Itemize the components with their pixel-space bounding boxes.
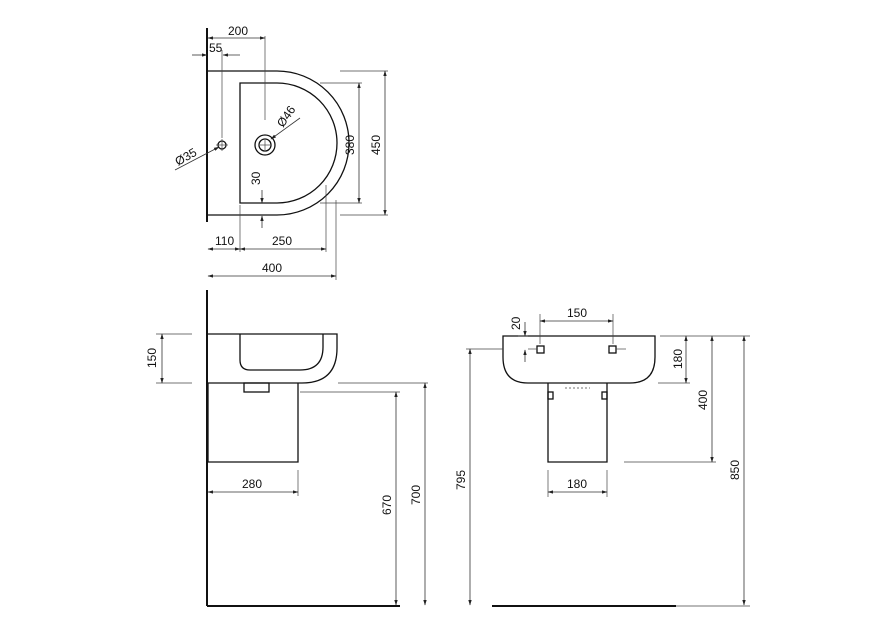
front-dim-20: 20 [509,316,523,330]
front-dim-180-horizontal: 180 [567,477,587,491]
plan-dim-250: 250 [272,234,292,248]
plan-dim-30: 30 [249,171,263,185]
front-pedestal-fix-right [601,391,608,400]
plan-dim-110: 110 [215,234,234,248]
front-dim-850: 850 [728,460,742,480]
side-basin-outline [208,333,338,384]
side-trap [243,382,270,393]
front-pedestal [547,383,608,463]
plan-dim-46: Ø46 [274,103,299,130]
plan-waste-inner [258,138,272,152]
side-view: 150 280 670 700 [145,290,428,607]
side-dim-670: 670 [380,495,394,515]
plan-basin-outer [208,70,350,216]
plan-view: 200 55 Ø46 Ø35 380 450 30 110 250 400 [173,24,388,280]
side-dim-700: 700 [409,485,423,505]
plan-basin-inner [239,82,338,204]
plan-dim-55: 55 [209,41,223,55]
front-dim-180-vertical: 180 [671,349,685,369]
side-dim-280: 280 [242,477,262,491]
front-view: 795 20 150 180 400 850 180 [454,306,750,607]
front-basin-outline [502,335,656,384]
plan-dim-200: 200 [228,24,248,38]
plan-waste-outer [254,134,276,156]
plan-dim-400: 400 [262,261,282,275]
side-dim-150: 150 [145,348,159,368]
plan-dim-380: 380 [343,135,357,155]
side-pedestal [207,383,299,463]
front-pedestal-fix-left [547,391,554,400]
front-dim-150: 150 [567,306,587,320]
plan-dim-450: 450 [369,135,383,155]
front-dim-795: 795 [454,470,468,490]
front-fixing-left [536,345,545,354]
front-fixing-right [608,345,617,354]
side-basin-bowl [239,334,324,371]
plan-dim-35: Ø35 [173,145,200,169]
front-dim-400: 400 [696,390,710,410]
